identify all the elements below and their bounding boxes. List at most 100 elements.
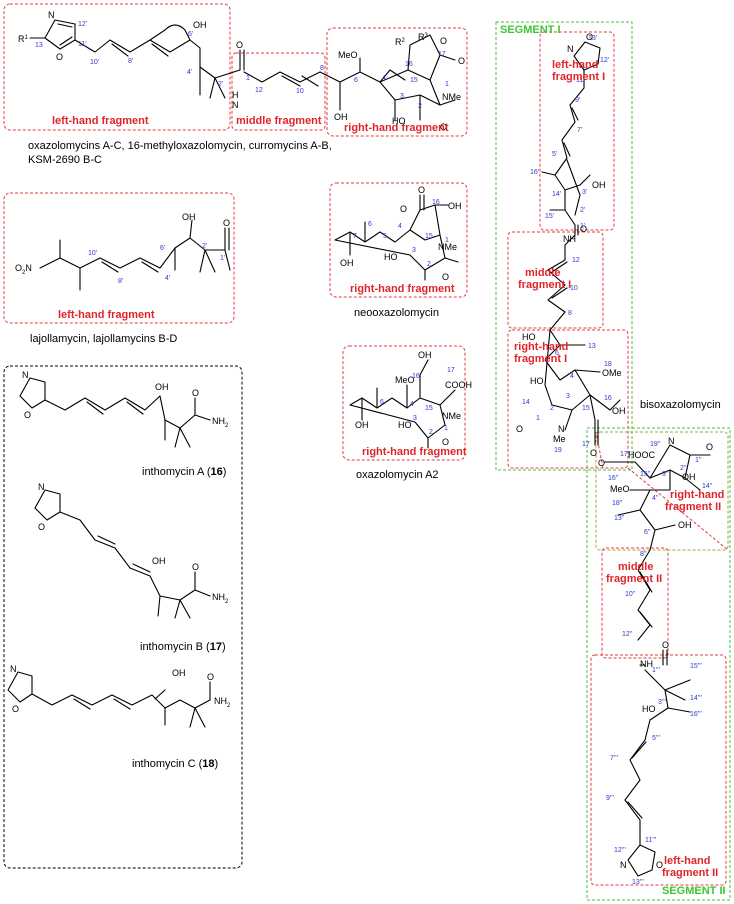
seg1-num-11p: 11' bbox=[576, 77, 585, 84]
num-10: 10 bbox=[296, 88, 304, 95]
lajollamycin-carbonyl bbox=[224, 227, 230, 251]
seg1-num-15p: 15' bbox=[545, 213, 554, 220]
lj-carbonyl-o: O bbox=[223, 218, 230, 228]
neo-branches bbox=[349, 194, 459, 281]
r3-label: R3 bbox=[418, 32, 429, 42]
seg1-num-17: 17 bbox=[582, 441, 590, 448]
a2-num-16: 16 bbox=[412, 373, 420, 380]
a2-num-1: 1 bbox=[444, 425, 448, 432]
seg1-num-18: 18 bbox=[604, 361, 612, 368]
seg2-core-branches bbox=[617, 454, 711, 551]
oxazole-o: O bbox=[56, 52, 63, 62]
seg1-branches bbox=[541, 107, 591, 226]
seg1-lactam-o: O bbox=[516, 424, 523, 434]
seg2-num-2pp: 2'' bbox=[680, 465, 687, 472]
neo-num-7: 7 bbox=[353, 233, 357, 240]
seg1-num-10: 10 bbox=[570, 285, 578, 292]
inthomycin-a-chain bbox=[44, 395, 211, 429]
caption-inthomycin-b: inthomycin B (17) bbox=[140, 641, 226, 653]
label-right-hand-fragment-a2: right-hand fragment bbox=[362, 446, 467, 458]
seg1-ome: OMe bbox=[602, 368, 622, 378]
inth-a-n: N bbox=[22, 370, 29, 380]
seg1-num-6: 6 bbox=[555, 350, 559, 357]
seg2-num-11ppp: 11''' bbox=[645, 837, 656, 844]
seg2-ester-o: O bbox=[598, 458, 605, 468]
seg2-num-17pp: 17'' bbox=[620, 451, 630, 458]
inth-b-n: N bbox=[38, 482, 45, 492]
seg2-amide bbox=[639, 649, 668, 666]
seg1-num-12: 12 bbox=[572, 257, 580, 264]
seg2-num-9ppp: 9''' bbox=[606, 795, 614, 802]
neo-num-1: 1 bbox=[445, 237, 449, 244]
a2-num-6: 6 bbox=[380, 399, 384, 406]
inth-b-nh2: NH2 bbox=[212, 592, 229, 605]
fragment-boxes bbox=[3, 3, 731, 901]
seg2-lactam-o: O bbox=[706, 442, 713, 452]
seg1-num-12p: 12' bbox=[600, 57, 609, 64]
inthomycin-b-oxazole bbox=[34, 489, 61, 521]
num-11p: 11' bbox=[78, 41, 87, 48]
seg1-nh: NH bbox=[563, 234, 576, 244]
a2-num-3: 3 bbox=[413, 415, 417, 422]
inth-c-nh2: NH2 bbox=[214, 696, 231, 709]
neo-ho: HO bbox=[384, 252, 398, 262]
a2-ring-system bbox=[349, 359, 456, 439]
inthomycin-a-branches bbox=[86, 397, 196, 448]
box-right-hand-fragment-a2 bbox=[342, 345, 466, 461]
label-left-hand-fragment-2a: left-hand bbox=[664, 855, 710, 867]
seg2-num-19pp: 19'' bbox=[650, 441, 660, 448]
box-right-hand-fragment-1 bbox=[507, 329, 629, 469]
amide-n: N bbox=[232, 100, 239, 110]
inth-a-oh: OH bbox=[155, 382, 169, 392]
seg1-num-16p: 16' bbox=[530, 169, 539, 176]
seg1-num-2p: 2' bbox=[580, 207, 585, 214]
caption-bisoxazolomycin: bisoxazolomycin bbox=[640, 399, 721, 411]
box-right-hand-fragment bbox=[326, 27, 468, 137]
num-12p: 12' bbox=[78, 21, 87, 28]
box-left-hand-fragment-lajollamycin bbox=[3, 192, 235, 324]
box-left-hand-fragment bbox=[3, 3, 231, 131]
inthomycin-a-structure bbox=[19, 377, 211, 448]
middle-branches bbox=[339, 57, 361, 111]
num-4: 4 bbox=[382, 75, 386, 82]
box-middle-fragment bbox=[231, 52, 326, 131]
neo-num-6: 6 bbox=[368, 221, 372, 228]
lj-num-1p: 1' bbox=[220, 255, 225, 262]
seg2-num-14pp: 14'' bbox=[702, 483, 712, 490]
seg1-num-1: 1 bbox=[536, 415, 540, 422]
caption-oxazolomycin-a2: oxazolomycin A2 bbox=[356, 469, 439, 481]
label-left-hand-fragment-1b: fragment I bbox=[552, 71, 605, 83]
inth-c-co: O bbox=[207, 672, 214, 682]
seg1-ring-o: O bbox=[586, 32, 593, 42]
label-segment-1: SEGMENT I bbox=[500, 24, 561, 36]
caption-inthomycin-a: inthomycin A (16) bbox=[142, 466, 226, 478]
neo-num-2: 2 bbox=[427, 261, 431, 268]
seg2-num-5ppp: 5''' bbox=[652, 735, 660, 742]
num-16: 16 bbox=[405, 61, 413, 68]
inth-b-co: O bbox=[192, 562, 199, 572]
inthomycin-a-oxazole bbox=[19, 377, 46, 409]
caption-oxazolomycins-line2: KSM-2690 B-C bbox=[28, 154, 102, 166]
a2-cooh: COOH bbox=[445, 380, 472, 390]
label-right-hand-fragment: right-hand fragment bbox=[344, 122, 449, 134]
seg2-num-4pp: 4'' bbox=[652, 495, 659, 502]
seg2-middle bbox=[637, 549, 653, 641]
inth-c-n: N bbox=[10, 664, 17, 674]
seg2-num-6pp: 6'' bbox=[644, 529, 651, 536]
num-1: 1 bbox=[246, 75, 250, 82]
inth-a-nh2: NH2 bbox=[212, 416, 229, 429]
num-8p: 8' bbox=[128, 58, 133, 65]
seg2-num-15ppp: 15''' bbox=[690, 663, 702, 670]
label-middle-fragment-1a: middle bbox=[525, 267, 560, 279]
box-inthomycins bbox=[3, 365, 243, 869]
seg1-right-core bbox=[544, 329, 621, 411]
inth-a-co: O bbox=[192, 388, 199, 398]
lajollamycin-branches bbox=[59, 219, 216, 291]
num-8: 8 bbox=[320, 65, 324, 72]
box-right-hand-fragment-2 bbox=[595, 431, 729, 551]
num-12: 12 bbox=[255, 87, 263, 94]
neo-oh: OH bbox=[448, 201, 462, 211]
label-right-hand-fragment-2b: fragment II bbox=[665, 501, 721, 513]
seg1-num-13: 13 bbox=[588, 343, 596, 350]
neo-o-top: O bbox=[418, 185, 425, 195]
